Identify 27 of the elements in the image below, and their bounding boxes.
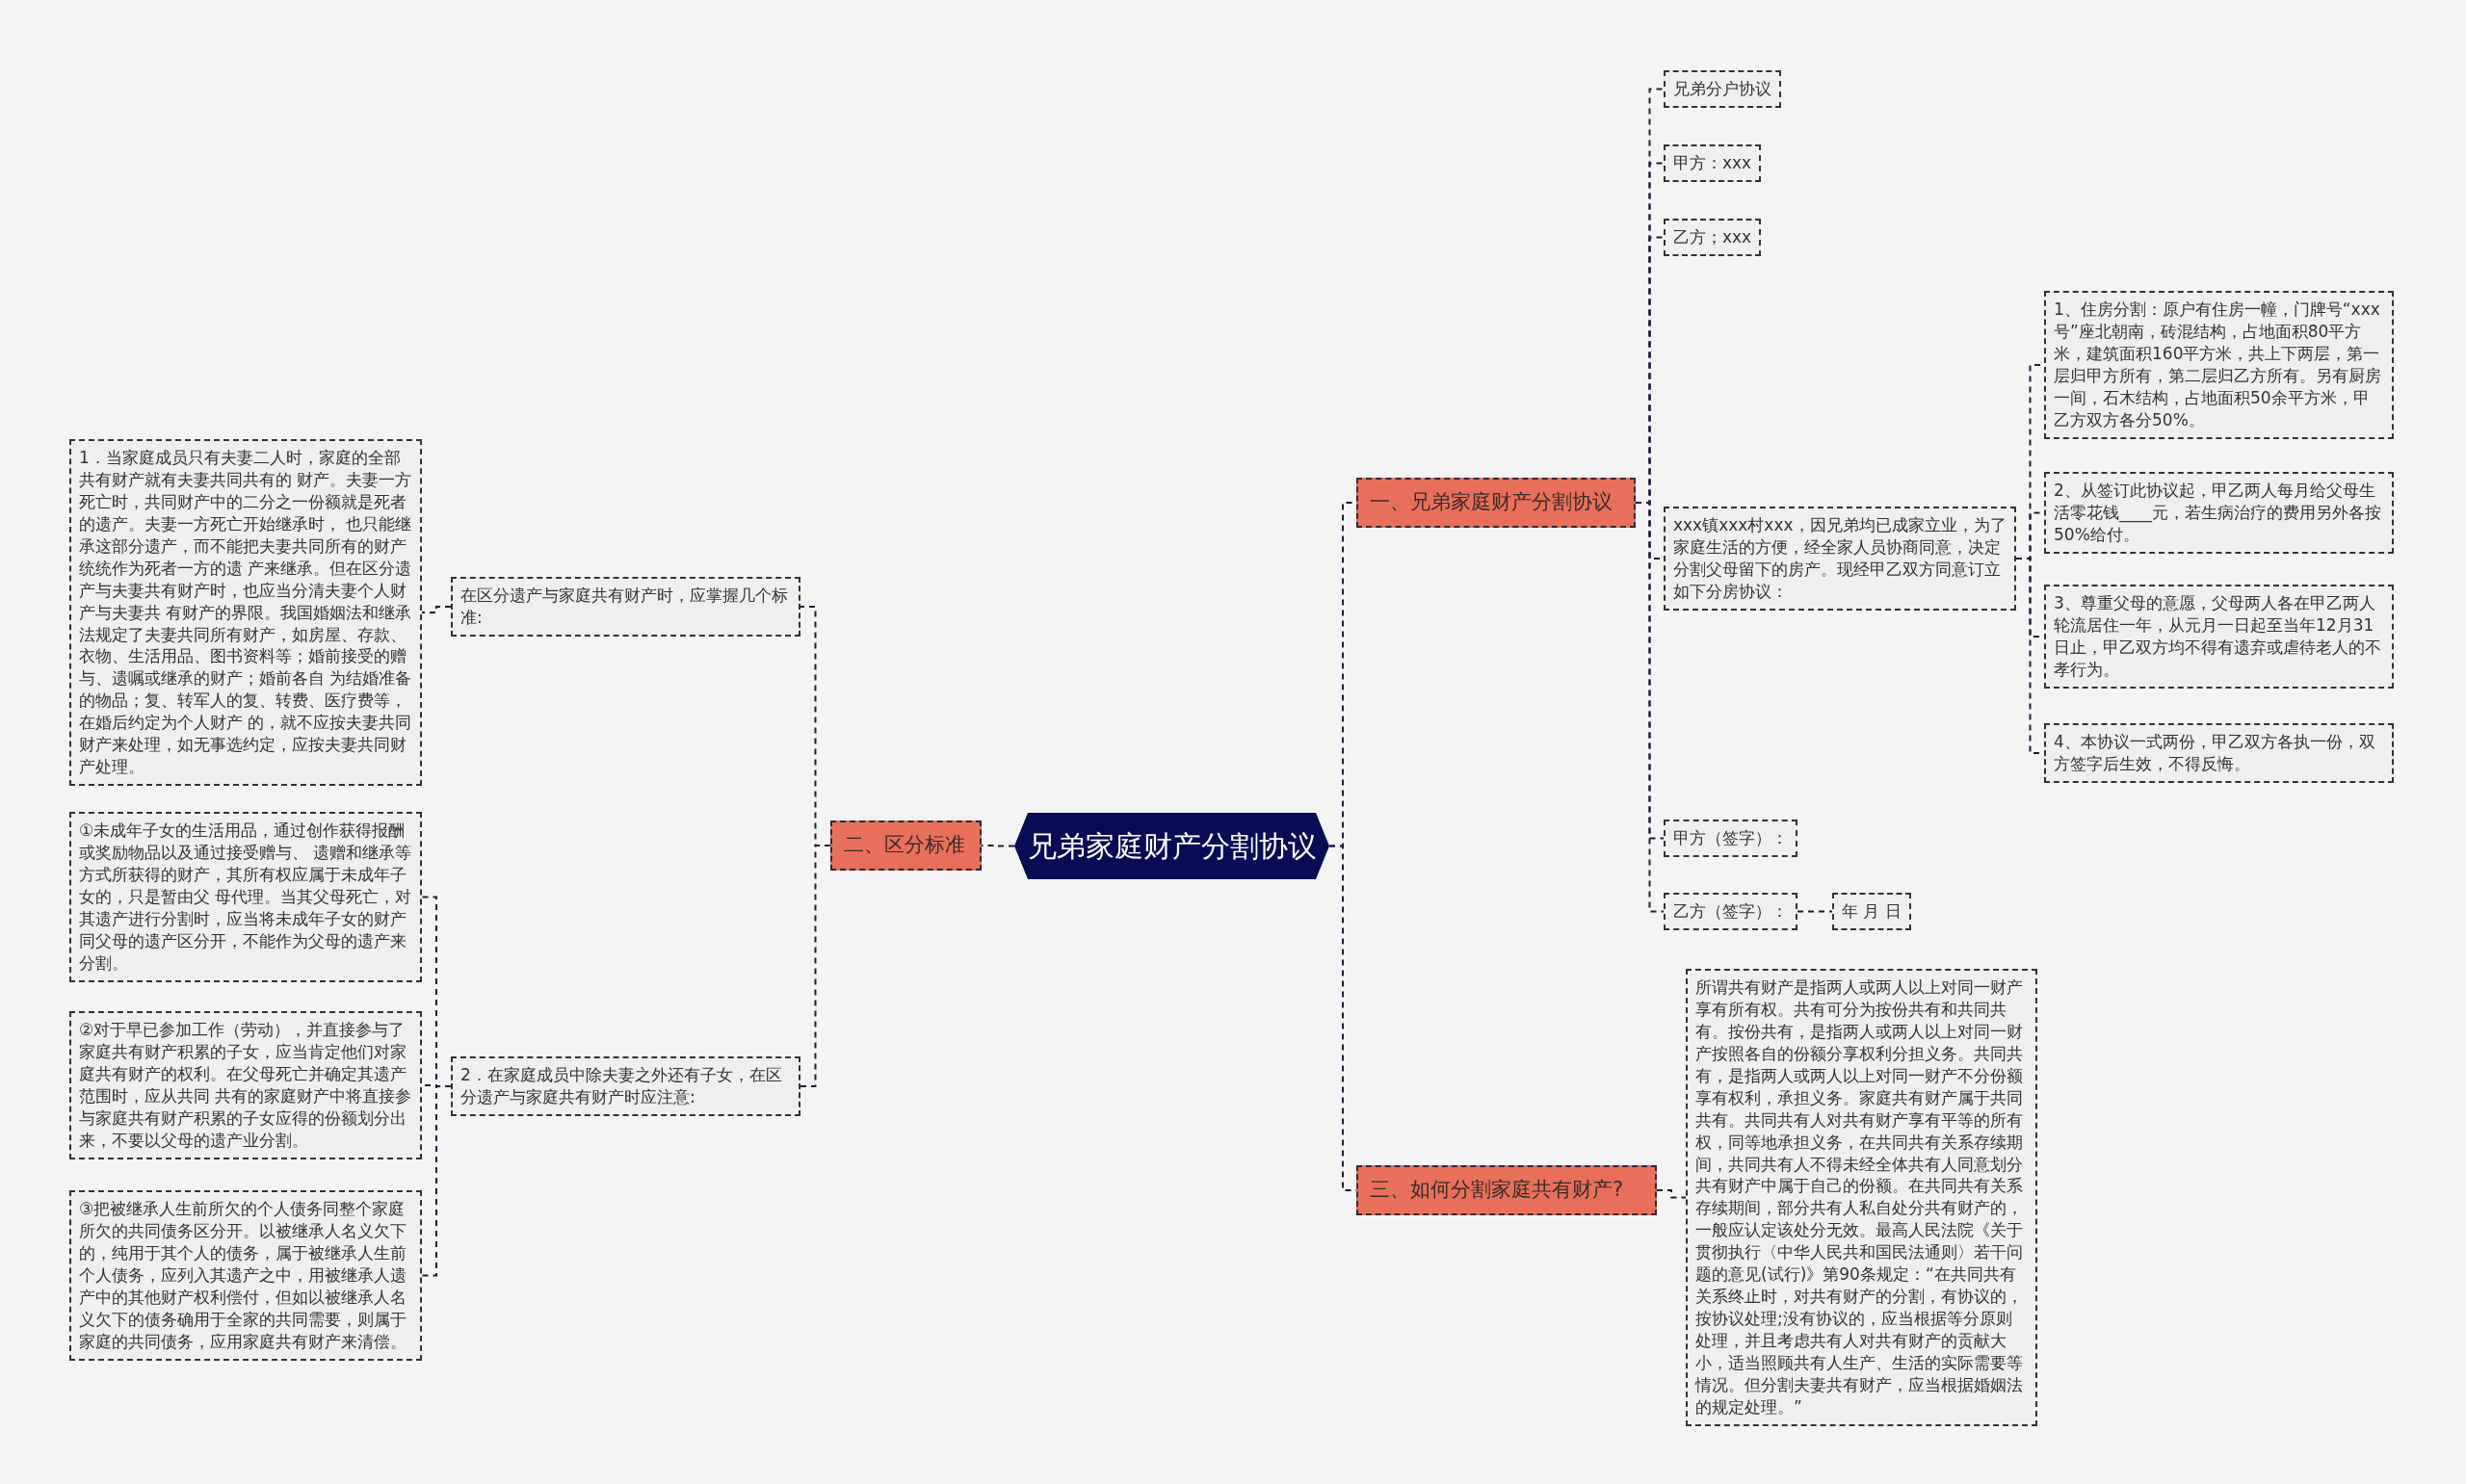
text-box: 2、从签订此协议起，甲乙两人每月给父母生活零花钱____元，若生病治疗的费用另外各按50%给付。 <box>2044 472 2394 554</box>
text-box: 2．在家庭成员中除夫妻之外还有子女，在区分遗产与家庭共有财产时应注意: <box>451 1056 800 1116</box>
text-box: xxx镇xxx村xxx，因兄弟均已成家立业，为了家庭生活的方便，经全家人员协商同意，决定分割父母留下的房产。现经甲乙双方同意订立如下分房协议： <box>1664 507 2016 611</box>
branch-topic: 一、兄弟家庭财产分割协议 <box>1356 478 1636 528</box>
text-box: 1．当家庭成员只有夫妻二人时，家庭的全部共有财产就有夫妻共同共有的 财产。夫妻一方死亡时，共同财产中的二分之一份额就是死者的遗产。夫妻一方死亡开始继承时， 也只能继承这部分遗产，而不能把夫妻共同所有的财产统统作为死者一方的遗 产来继承。但在区分遗产与夫妻共有财产时，也应当分清夫妻个人财产与夫妻共 有财产的界限。我国婚姻法和继承法规定了夫妻共同所有财产，如房屋、存款、衣物、生活用品、图书资料等；婚前接受的赠与、遗嘱或继承的财产；婚前各自 为结婚准备的物品；复、转军人的复、转费、医疗费等，在婚后约定为个人财产 的，就不应按夫妻共同财产来处理，如无事选约定，应按夫妻共同财产处理。 <box>69 439 422 787</box>
text-box: ②对于早已参加工作（劳动），并直接参与了家庭共有财产积累的子女，应当肯定他们对家庭共有财产的权利。在父母死亡并确定其遗产范围时，应从共同 共有的家庭财产中将直接参与家庭共有财产积累的子女应得的份额划分出来，不要以父母的遗产业分割。 <box>69 1011 422 1159</box>
connector-line <box>800 845 831 1087</box>
text-box: ③把被继承人生前所欠的个人债务同整个家庭所欠的共同债务区分开。以被继承人名义欠下的，纯用于其个人的债务，属于被继承人生前个人债务，应列入其遗产之中，用被继承人遗产中的其他财产权利偿付，但如以被继承人名义欠下的债务确用于全家的共同需要，则属于家庭的共同债务，应用家庭共有财产来清偿。 <box>69 1190 422 1361</box>
branch-topic: 二、区分标准 <box>830 820 982 871</box>
text-box: 乙方；xxx <box>1664 219 1762 256</box>
text-box: 在区分遗产与家庭共有财产时，应掌握几个标准: <box>451 577 800 637</box>
connector-line <box>1656 1189 1687 1199</box>
text-box: 甲方：xxx <box>1664 144 1762 182</box>
text-box: 乙方（签字）： <box>1664 893 1797 930</box>
connector-line <box>1797 910 1833 913</box>
connector-line <box>421 1085 452 1277</box>
text-box: 1、住房分割：原户有住房一幢，门牌号“xxx号”座北朝南，砖混结构，占地面积80平方米，建筑面积160平方米，共上下两层，第一层归甲方所有，第二层归乙方所有。另有厨房一间，石木结构，占地面积50余平方米，甲乙方双方各分50%。 <box>2044 291 2394 439</box>
text-box: 4、本协议一式两份，甲乙双方各执一份，双方签字后生效，不得反悔。 <box>2044 723 2394 783</box>
text-box: 兄弟分户协议 <box>1664 70 1781 108</box>
connector-line <box>421 606 452 613</box>
text-box: 所谓共有财产是指两人或两人以上对同一财产享有所有权。共有可分为按份共有和共同共有。按份共有，是指两人或两人以上对同一财产按照各自的份额分享权利分担义务。共同共有，是指两人或两人以上对同一财产不分份额享有权利，承担义务。家庭共有财产属于共同共有。共同共有人对共有财产享有平等的所有权，同等地承担义务，在共同共有关系存续期间，共同共有人不得未经全体共有人同意划分共有财产中属于自己的份额。在共同共有关系存续期间，部分共有人私自处分共有财产的，一般应认定该处分无效。最高人民法院《关于贯彻执行〈中华人民共和国民法通则〉若干问题的意见(试行)》第90条规定：“在共同共有关系终止时，对共有财产的分割，有协议的，按协议处理;没有协议的，应当根据等分原则处理，并且考虑共有人对共有财产的贡献大小，适当照顾共有人生产、生活的实际需要等情况。但分割夫妻共有财产，应当根据婚姻法的规定处理。” <box>1686 969 2037 1426</box>
text-box: 甲方（签字）： <box>1664 820 1797 857</box>
text-box: 3、尊重父母的意愿，父母两人各在甲乙两人轮流居住一年，从元月一日起至当年12月31日止，甲乙双方均不得有遗弃或虐待老人的不孝行为。 <box>2044 585 2394 689</box>
central-topic: 兄弟家庭财产分割协议 <box>1014 813 1329 879</box>
text-box: 年 月 日 <box>1832 893 1911 930</box>
branch-topic: 三、如何分割家庭共有财产? <box>1356 1165 1657 1215</box>
text-box: ①未成年子女的生活用品，通过创作获得报酬或奖励物品以及通过接受赠与、 遗赠和继承等方式所获得的财产，其所有权应属于未成年子女的，只是暂由父 母代理。当其父母死亡，对其遗产进行分割时，应当将未成年子女的财产同父母的遗产区分开，不能作为父母的遗产来分割。 <box>69 812 422 982</box>
